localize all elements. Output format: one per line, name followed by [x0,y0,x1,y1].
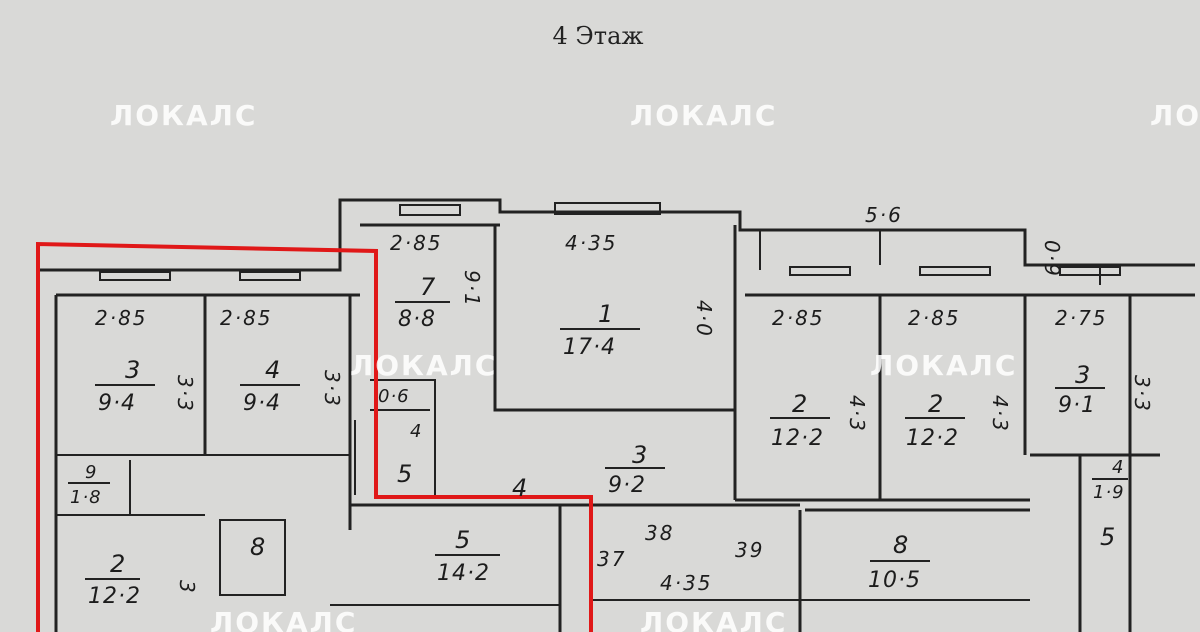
svg-text:9·4: 9·4 [243,391,281,416]
dimension-label: 37 [597,547,626,571]
dimension-label: 2·85 [772,306,825,330]
room-3c-label: 39·2 [605,441,665,498]
room-4b-label: 41·9 [1092,457,1128,503]
room-2c-label: 2 12·2 [85,550,141,609]
dimension-label: 5·6 [865,203,903,227]
watermark: ЛОКАЛС [870,349,1017,382]
floor-title: 4 Этаж [553,22,644,50]
svg-text:3: 3 [1075,361,1090,389]
svg-text:4: 4 [265,356,280,384]
svg-text:2: 2 [110,550,125,578]
dimension-label: 3·3 [1130,375,1154,413]
svg-text:14·2: 14·2 [437,561,490,586]
svg-text:9·1: 9·1 [1058,393,1096,418]
dimension-label: 3·3 [173,375,197,413]
dimension-label: 4·0 [692,300,716,338]
svg-text:2: 2 [928,390,943,418]
svg-text:4: 4 [1112,457,1123,478]
small-room-label: 4 [512,474,527,502]
svg-text:3: 3 [632,441,647,469]
room-2-label: 2 12·2 [770,390,830,451]
walls [40,198,1195,632]
watermark: ЛОКАЛС [1150,99,1200,132]
dimension-label: 2·85 [390,231,443,255]
dimension-label: 2·75 [1055,306,1108,330]
watermarks: ЛОКАЛС ЛОКАЛС ЛОКАЛС ЛОКАЛС ЛОКАЛС ЛОКАЛ… [110,99,1200,632]
room-4-label: 49·4 [240,356,300,416]
dimension-label: 2·85 [220,306,273,330]
room-labels: 39·4 49·4 78·8 117·4 212·2 212·2 39·1 91… [68,273,1128,609]
watermark: ЛОКАЛС [630,99,777,132]
dimension-label: 4·35 [660,571,713,595]
room-8-label: 8 10·5 [868,531,930,593]
svg-text:8·8: 8·8 [398,307,436,332]
room-2b-label: 2 12·2 [905,390,965,451]
watermark: ЛОКАЛС [210,606,357,632]
small-room-label: 0·6 [378,386,410,407]
small-room-label: 5 [1100,523,1115,551]
dimension-label: 9·1 [460,270,484,308]
dimension-labels: 2·85 2·85 2·85 4·35 5·6 0·9 2·85 2·85 2·… [95,203,1154,595]
dimension-label: 3·3 [320,370,344,408]
small-room-label: 4 [410,421,422,442]
svg-text:10·5: 10·5 [868,568,921,593]
dimension-label: 4·3 [988,395,1012,433]
svg-text:1·9: 1·9 [1093,482,1125,503]
svg-text:9·2: 9·2 [608,473,646,498]
room-9-label: 91·8 [68,462,110,508]
room-7-label: 78·8 [395,273,450,332]
room-5-label: 5 14·2 [435,526,500,586]
svg-text:8: 8 [893,531,908,559]
svg-text:1: 1 [598,300,613,328]
svg-text:12·2: 12·2 [906,426,959,451]
svg-text:17·4: 17·4 [563,335,616,360]
dimension-label: 2·85 [95,306,148,330]
svg-text:12·2: 12·2 [88,584,141,609]
svg-text:7: 7 [420,273,436,301]
dimension-label: 2·85 [908,306,961,330]
svg-text:3: 3 [125,356,140,384]
apartment-outline [36,241,593,632]
dimension-label: 39 [735,538,764,562]
dimension-label: 3 [175,580,199,595]
watermark: ЛОКАЛС [350,349,497,382]
watermark: ЛОКАЛС [640,606,787,632]
dimension-label: 0·9 [1040,240,1064,278]
svg-text:12·2: 12·2 [771,426,824,451]
svg-text:9·4: 9·4 [98,391,136,416]
dimension-label: 4·3 [845,395,869,433]
svg-text:1·8: 1·8 [70,487,102,508]
watermark: ЛОКАЛС [110,99,257,132]
small-room-label: 5 [397,460,412,488]
svg-text:5: 5 [455,526,470,554]
room-3-label: 39·4 [95,356,155,416]
small-room-label: 8 [250,533,265,561]
dimension-label: 4·35 [565,231,618,255]
room-3b-label: 39·1 [1055,361,1105,418]
svg-text:2: 2 [792,390,807,418]
dimension-label: 38 [645,521,674,545]
room-1-label: 1 17·4 [560,300,640,360]
svg-text:9: 9 [85,462,96,483]
